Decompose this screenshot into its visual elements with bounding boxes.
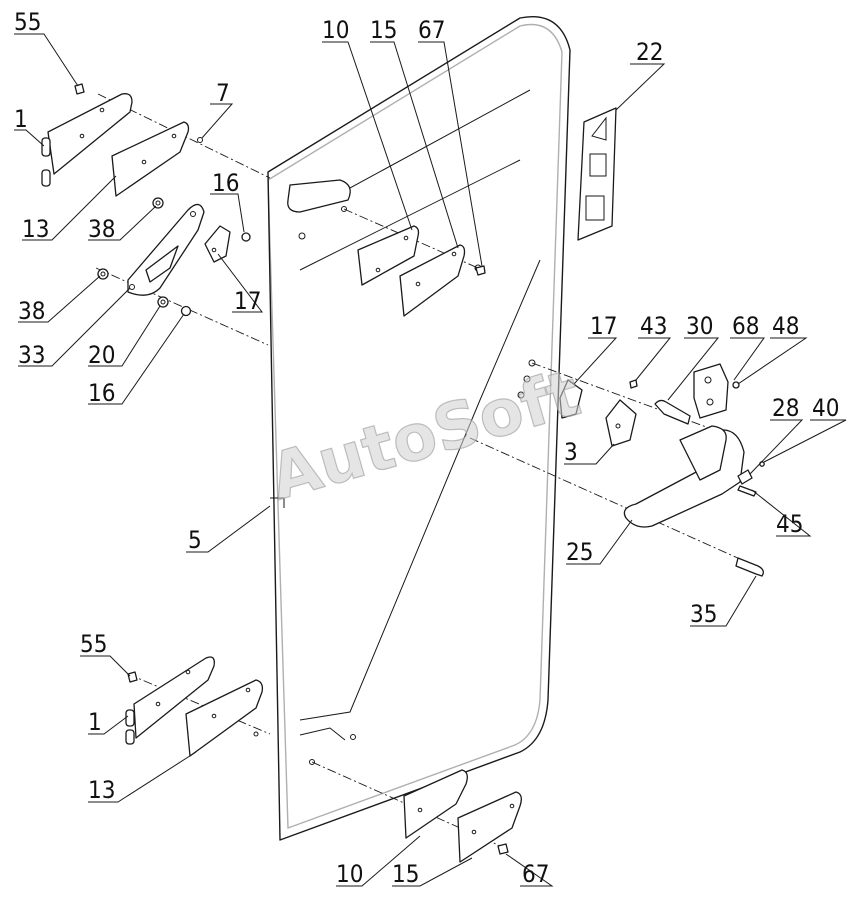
callout-48: 48 bbox=[772, 312, 799, 340]
callout-20: 20 bbox=[88, 341, 115, 369]
callout-13-lower: 13 bbox=[88, 776, 115, 804]
callout-10-upper: 10 bbox=[322, 16, 349, 44]
callout-67-upper: 67 bbox=[418, 16, 445, 44]
callout-30: 30 bbox=[686, 312, 713, 340]
callout-16-upper: 16 bbox=[212, 169, 239, 197]
callout-22: 22 bbox=[636, 38, 663, 66]
callout-55-upper: 55 bbox=[14, 8, 41, 36]
callout-1-upper: 1 bbox=[14, 105, 28, 133]
callout-16-lower: 16 bbox=[88, 379, 115, 407]
callout-5: 5 bbox=[188, 526, 202, 554]
callout-17-right: 17 bbox=[590, 312, 617, 340]
callout-45: 45 bbox=[776, 510, 803, 538]
callout-labels: 55 1 13 38 38 33 20 16 16 7 17 10 15 67 … bbox=[14, 8, 839, 888]
callout-3: 3 bbox=[564, 438, 578, 466]
door-glass-panel bbox=[267, 16, 571, 841]
callout-38-upper: 38 bbox=[88, 215, 115, 243]
callout-38-lower: 38 bbox=[18, 297, 45, 325]
callout-55-lower: 55 bbox=[80, 630, 107, 658]
callout-15-upper: 15 bbox=[370, 16, 397, 44]
leader-lines bbox=[14, 33, 847, 887]
callout-7: 7 bbox=[216, 79, 230, 107]
callout-28: 28 bbox=[772, 394, 799, 422]
lower-hinge-group bbox=[125, 656, 264, 757]
callout-35: 35 bbox=[690, 600, 717, 628]
upper-hinge-group bbox=[41, 83, 251, 317]
callout-43: 43 bbox=[640, 312, 667, 340]
callout-33: 33 bbox=[18, 341, 45, 369]
callout-67-lower: 67 bbox=[522, 860, 549, 888]
callout-10-lower: 10 bbox=[336, 860, 363, 888]
callout-15-lower: 15 bbox=[392, 860, 419, 888]
callout-25: 25 bbox=[566, 538, 593, 566]
callout-1-lower: 1 bbox=[88, 708, 102, 736]
callout-68: 68 bbox=[732, 312, 759, 340]
handle-lock-group bbox=[559, 363, 765, 577]
lower-pad-group bbox=[403, 769, 522, 863]
upper-pad-group bbox=[357, 225, 486, 317]
callout-13-upper: 13 bbox=[22, 215, 49, 243]
watermark-text: AutoSoft bbox=[262, 357, 588, 516]
callout-40: 40 bbox=[812, 394, 839, 422]
warning-decal bbox=[577, 107, 617, 241]
callout-17-left: 17 bbox=[234, 287, 261, 315]
